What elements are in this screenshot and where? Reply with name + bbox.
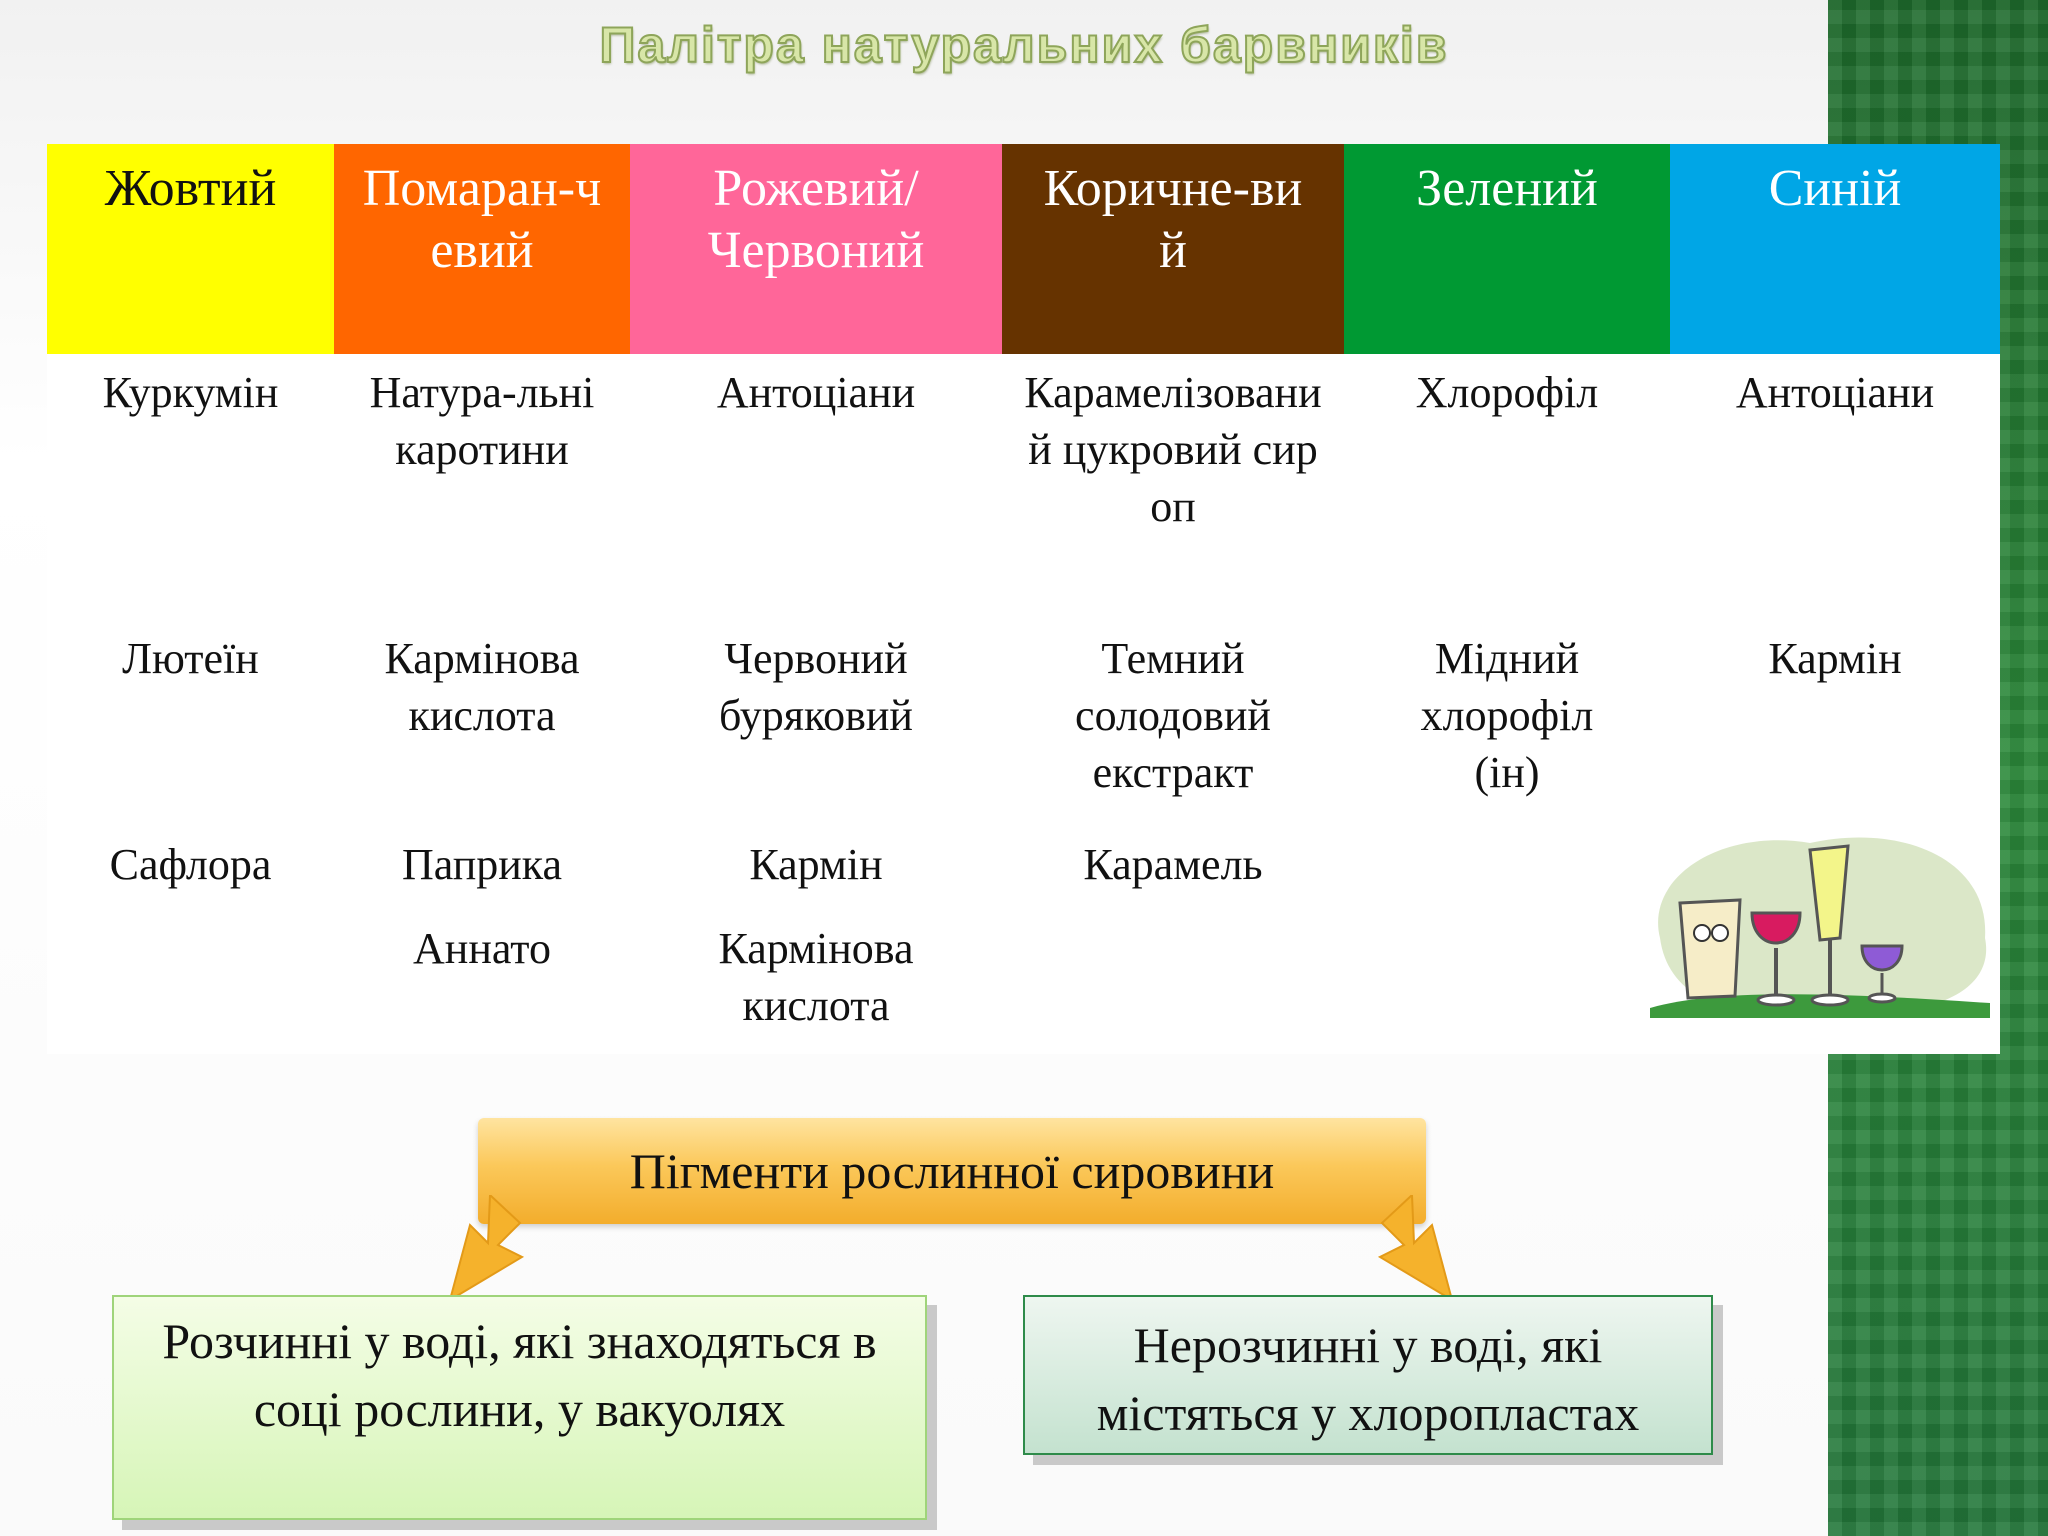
table-cell: Червоний буряковий bbox=[719, 634, 913, 740]
header-green: Зелений bbox=[1344, 144, 1670, 354]
column-yellow: Куркумін Лютеїн Сафлора bbox=[47, 364, 334, 1030]
table-cell: Сафлора bbox=[109, 840, 272, 889]
insoluble-pigments-box: Нерозчинні у воді, які містяться у хлоро… bbox=[1023, 1295, 1713, 1455]
table-cell: Кармінова кислота bbox=[718, 924, 914, 1030]
table-cell: Хлорофіл bbox=[1415, 368, 1599, 417]
table-cell: Лютеїн bbox=[122, 634, 259, 683]
color-header-row: Жовтий Помаран-чевий Рожевий/ Червоний К… bbox=[47, 144, 2000, 354]
table-cell: Натура-льні каротини bbox=[369, 368, 595, 474]
table-cell: Кармін bbox=[749, 840, 883, 889]
arrow-down-left-icon bbox=[448, 1195, 525, 1303]
column-green: Хлорофіл Мідний хлорофіл (ін) bbox=[1344, 364, 1670, 1030]
table-cell bbox=[1002, 920, 1344, 1030]
table-cell: Кармінова кислота bbox=[384, 634, 580, 740]
header-pink-red: Рожевий/ Червоний bbox=[630, 144, 1002, 354]
table-cell: Куркумін bbox=[102, 368, 279, 417]
table-cell bbox=[47, 920, 334, 1030]
table-cell: Антоціани bbox=[1735, 368, 1935, 417]
table-cell: Темний солодовий екстракт bbox=[1075, 634, 1271, 797]
arrow-down-right-icon bbox=[1377, 1195, 1454, 1303]
table-cell: Паприка bbox=[401, 840, 563, 889]
table-cell bbox=[1344, 836, 1670, 920]
table-cell: Аннато bbox=[413, 924, 551, 973]
column-blue: Антоціани Кармін bbox=[1670, 364, 2000, 1030]
soluble-pigments-box: Розчинні у воді, які знаходяться в соці … bbox=[112, 1295, 927, 1520]
header-blue: Синій bbox=[1670, 144, 2000, 354]
dye-table-body: Куркумін Лютеїн Сафлора Натура-льні каро… bbox=[47, 364, 2000, 1030]
header-yellow: Жовтий bbox=[47, 144, 334, 354]
header-orange: Помаран-чевий bbox=[334, 144, 630, 354]
table-cell: Карамелізований цукровий сироп bbox=[1024, 368, 1322, 531]
cartoon-drink-glasses-icon bbox=[1650, 837, 1990, 1018]
table-cell: Карамель bbox=[1083, 840, 1263, 889]
column-orange: Натура-льні каротини Кармінова кислота П… bbox=[334, 364, 630, 1030]
column-brown: Карамелізований цукровий сироп Темний со… bbox=[1002, 364, 1344, 1030]
table-cell bbox=[1344, 920, 1670, 1030]
table-cell: Кармін bbox=[1768, 634, 1902, 683]
table-cell: Мідний хлорофіл (ін) bbox=[1420, 634, 1594, 797]
diagram-root-label: Пігменти рослинної сировини bbox=[629, 1143, 1275, 1199]
table-cell: Антоціани bbox=[716, 368, 916, 417]
header-brown: Коричне-вий bbox=[1002, 144, 1344, 354]
column-pink-red: Антоціани Червоний буряковий Кармін Карм… bbox=[630, 364, 1002, 1030]
diagram-root-arrow bbox=[478, 1118, 1426, 1224]
slide-title: Палітра натуральних барвників bbox=[598, 16, 1449, 74]
